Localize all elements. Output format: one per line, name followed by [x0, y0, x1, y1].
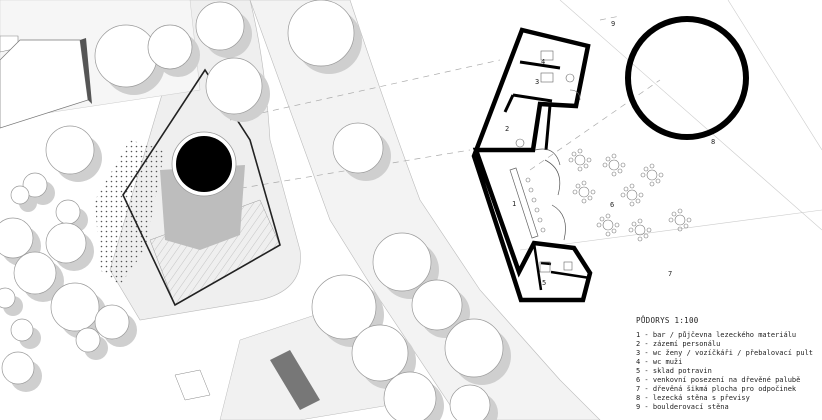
- trees: [0, 0, 511, 420]
- tree: [311, 274, 377, 340]
- room-number-2: 2: [505, 125, 509, 133]
- room-number-6: 6: [610, 201, 614, 209]
- table-set: [602, 153, 626, 177]
- tree: [0, 287, 16, 309]
- table-set: [572, 180, 596, 204]
- tree: [205, 57, 263, 115]
- tree: [22, 172, 48, 198]
- tree: [444, 318, 504, 378]
- tree: [94, 24, 158, 88]
- tree: [10, 318, 34, 342]
- table-set: [628, 218, 652, 242]
- table-set: [596, 213, 620, 237]
- tree: [449, 384, 491, 420]
- tree: [147, 24, 193, 70]
- tree: [372, 232, 432, 292]
- tree: [0, 217, 34, 259]
- room-number-9: 9: [611, 20, 615, 28]
- tree: [45, 125, 95, 175]
- building-plan: [471, 27, 593, 303]
- tree: [195, 1, 245, 51]
- tree: [411, 279, 463, 331]
- legend-item-8: 8 - lezecká stěna s převisy: [636, 394, 750, 402]
- climbing-tower: [122, 68, 281, 307]
- room-number-4: 4: [541, 58, 545, 66]
- table-set: [640, 163, 664, 187]
- table-set: [668, 208, 692, 232]
- tree: [1, 351, 35, 385]
- tree: [55, 199, 81, 225]
- table-set: [568, 148, 592, 172]
- legend-item-7: 7 - dřevěná šikmá plocha pro odpočinek: [636, 385, 797, 393]
- legend-item-9: 9 - boulderovací stěna: [636, 403, 729, 411]
- tree: [383, 371, 437, 420]
- legend-item-3: 3 - wc ženy / vozíčkáři / přebalovací pu…: [636, 349, 814, 357]
- room-number-1: 1: [512, 200, 516, 208]
- bouldering-wall: [625, 16, 749, 140]
- legend-item-6: 6 - venkovní posezení na dřevěné palubě: [636, 376, 801, 384]
- room-number-7: 7: [668, 270, 672, 278]
- tree: [351, 324, 409, 382]
- tree: [75, 327, 101, 353]
- legend-item-4: 4 - wc muži: [636, 358, 683, 366]
- room-number-3: 3: [535, 78, 539, 86]
- room-number-5: 5: [542, 279, 546, 287]
- tree: [287, 0, 355, 67]
- tree: [50, 282, 100, 332]
- tree: [10, 185, 30, 205]
- tree: [13, 251, 57, 295]
- tree: [94, 304, 130, 340]
- legend-item-2: 2 - zázemí personálu: [636, 340, 721, 348]
- legend-title: PŮDORYS 1:100: [636, 316, 699, 325]
- legend: PŮDORYS 1:100 1 - bar / půjčevna lezecké…: [636, 316, 820, 412]
- room-number-8: 8: [711, 138, 715, 146]
- legend-item-5: 5 - sklad potravin: [636, 367, 712, 375]
- legend-item-1: 1 - bar / půjčevna lezeckého materiálu: [636, 331, 797, 339]
- tree: [332, 122, 384, 174]
- tree: [45, 222, 87, 264]
- outdoor-tables: [568, 148, 692, 242]
- room-numbers: 1 2 3 4 5 6 7 8 9: [505, 20, 715, 287]
- table-set: [620, 183, 644, 207]
